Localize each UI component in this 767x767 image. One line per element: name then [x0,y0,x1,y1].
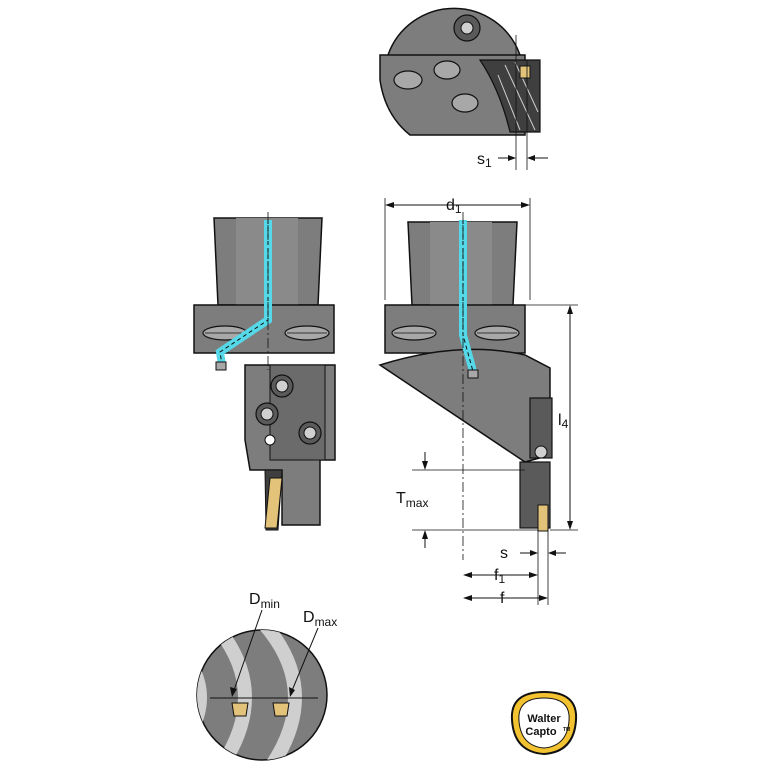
dmin-label: D [249,591,261,608]
side-view [193,212,336,531]
logo-trademark: TM [563,727,570,733]
walter-capto-logo: Walter Capto TM [510,690,578,756]
svg-text:s: s [500,545,508,562]
f1-label-sub: 1 [498,572,505,586]
svg-text:s1: s1 [477,151,492,170]
front-view: d1 l4 Tmax s [378,197,578,607]
svg-text:d1: d1 [446,197,462,216]
top-view: s1 [379,7,548,170]
svg-text:Dmin: Dmin [249,591,280,611]
dmin-label-sub: min [261,597,280,611]
dmax-label-sub: max [315,615,338,629]
logo-line2: Capto [525,726,556,738]
svg-text:f: f [500,590,505,607]
tmax-label: T [396,490,406,507]
s1-label-sub: 1 [485,156,492,170]
svg-text:f1: f1 [494,567,505,586]
logo-line1: Walter [527,713,561,725]
d1-label: d [446,197,455,214]
d1-label-sub: 1 [455,202,462,216]
s1-label: s [477,151,485,168]
diameter-detail: Dmin Dmax [196,591,337,761]
l4-label-sub: 4 [562,417,569,431]
svg-text:l4: l4 [558,412,569,431]
l4-label: l [558,412,562,429]
s-label: s [500,545,508,562]
dmax-label: D [303,609,315,626]
f-label: f [500,590,505,607]
f1-label: f [494,567,499,584]
svg-text:Tmax: Tmax [396,490,428,510]
svg-text:Dmax: Dmax [303,609,337,629]
tmax-label-sub: max [406,496,429,510]
